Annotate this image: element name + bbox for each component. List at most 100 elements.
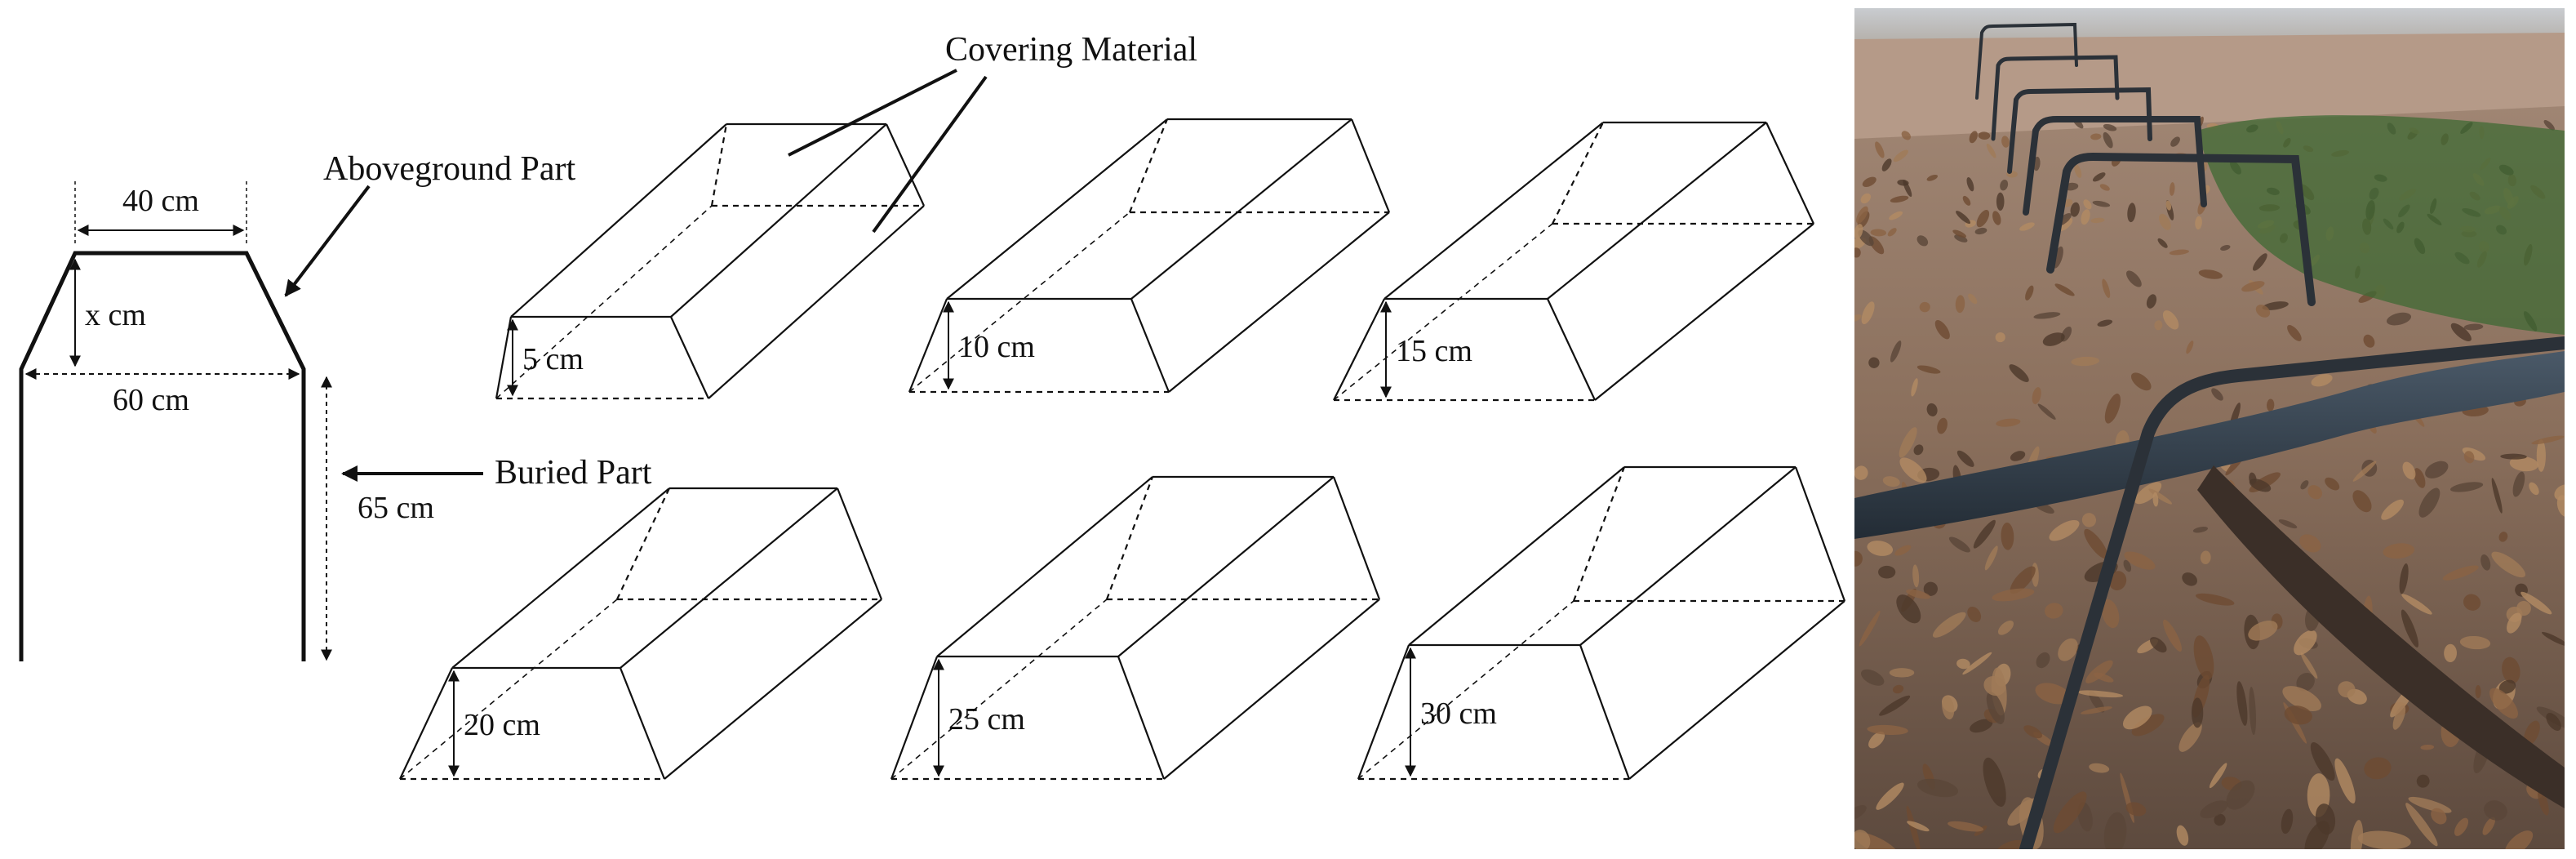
front-right-edge — [1130, 298, 1170, 393]
leaf-litter — [2122, 705, 2152, 730]
leaf-litter — [1955, 295, 1965, 314]
leaf-litter — [2325, 477, 2340, 491]
leaf-litter — [2146, 294, 2157, 309]
leaf-litter — [2001, 522, 2014, 550]
leaf-litter — [2009, 364, 2029, 382]
leaf-litter — [2162, 310, 2179, 330]
leaf-litter — [2284, 705, 2312, 725]
leaf-litter — [1899, 427, 1917, 458]
leaf-litter — [2498, 532, 2508, 542]
leaf-litter — [2307, 485, 2323, 500]
leaf-litter — [1854, 465, 1868, 480]
leaf-litter — [2520, 591, 2552, 615]
front-right-edge — [619, 667, 666, 780]
leaf-litter — [2010, 566, 2036, 594]
leaf-litter — [1962, 195, 1971, 206]
leaf-litter — [2108, 571, 2127, 591]
leaf-litter — [2058, 217, 2073, 231]
front-left-edge — [908, 298, 948, 393]
leaf-litter — [2193, 635, 2214, 680]
leaf-litter — [2035, 683, 2071, 705]
leaf-litter — [2363, 334, 2375, 348]
leaf-litter — [2554, 484, 2565, 501]
top-left-long-edge — [936, 476, 1153, 657]
top-left-long-edge — [510, 123, 727, 318]
leaf-litter — [1962, 652, 1992, 675]
leaf-litter — [2054, 283, 2075, 296]
leaf-litter — [2414, 468, 2426, 488]
box-height-label: 5 cm — [522, 342, 584, 376]
leaf-litter — [2154, 320, 2163, 331]
bottom-right-long-edge — [1163, 599, 1380, 780]
leaf-litter — [1996, 192, 2005, 211]
leaf-litter — [1978, 131, 1991, 140]
leaf-litter — [1856, 206, 1868, 224]
leaf-litter — [1916, 365, 1941, 374]
leaf-litter — [2191, 697, 2204, 728]
leaf-litter — [2420, 744, 2435, 750]
leaf-litter — [1860, 193, 1872, 204]
front-right-edge — [1547, 298, 1596, 401]
leaf-litter — [2176, 825, 2189, 846]
leaf-litter — [2310, 741, 2335, 781]
box-height-label: 10 cm — [958, 330, 1035, 364]
covering-pointer-2 — [872, 75, 988, 234]
front-left-edge — [1333, 298, 1385, 401]
leaf-litter — [2296, 672, 2315, 692]
leaf-litter — [1973, 519, 1996, 549]
leaf-litter — [2431, 808, 2447, 825]
box-height-label: 15 cm — [1396, 334, 1472, 368]
leaf-litter — [1937, 417, 1948, 434]
buried-depth-label: 65 cm — [358, 491, 434, 525]
leaf-litter — [1901, 131, 1911, 140]
back-right-edge — [1350, 118, 1391, 213]
back-right-edge — [1332, 476, 1381, 600]
leaf-litter — [2195, 593, 2235, 606]
front-right-edge — [1579, 644, 1631, 780]
frame-cross-section — [19, 181, 483, 661]
leaf-litter — [2169, 182, 2175, 196]
leaf-litter — [2010, 451, 2026, 461]
leaf-litter — [2019, 222, 2035, 231]
leaf-litter — [2092, 172, 2106, 182]
leaf-litter — [2036, 652, 2050, 669]
leaf-litter — [1878, 565, 1896, 579]
leaf-litter — [2170, 136, 2180, 147]
leaf-litter — [1907, 821, 1930, 832]
leaf-litter — [2507, 612, 2522, 634]
top-left-long-edge — [451, 487, 670, 669]
leaf-litter — [1903, 180, 1912, 198]
back-left-edge — [1128, 118, 1169, 213]
leaf-litter — [2401, 594, 2432, 615]
leaf-litter — [2083, 199, 2092, 210]
steel-frames — [1975, 22, 2565, 849]
leaf-litter — [1970, 719, 1993, 733]
leaf-litter — [1906, 589, 1931, 599]
leaf-litter — [1867, 541, 1894, 556]
leaf-litter — [2450, 323, 2472, 341]
leaf-litter — [1997, 621, 2014, 635]
bottom-right-long-edge — [664, 599, 882, 780]
covering-structure-diagram: 40 cm x cm 60 cm 65 cm Aboveground Part … — [19, 31, 1846, 781]
leaf-litter — [2025, 285, 2034, 300]
frame-6 — [1975, 22, 2078, 100]
leaf-litter — [2512, 471, 2525, 497]
leaf-litter — [2084, 528, 2108, 559]
frame-5 — [1991, 55, 2120, 141]
top-right-long-edge — [1117, 476, 1335, 657]
leaf-litter — [2130, 372, 2152, 391]
leaf-litter — [1986, 692, 2005, 724]
leaf-litter — [2000, 179, 2009, 191]
leaf-litter — [2357, 830, 2411, 849]
leaf-litter — [2491, 551, 2526, 578]
leaf-litter — [2498, 679, 2516, 694]
frame-2 — [2046, 152, 2316, 306]
leaf-litter — [2220, 245, 2231, 251]
leaf-litter — [1890, 195, 1909, 203]
leaf-litter — [2484, 800, 2507, 821]
leaf-litter — [1956, 450, 1974, 467]
leaf-litter — [1919, 301, 1930, 313]
leaf-litter — [2148, 488, 2173, 505]
leaf-litter — [2267, 398, 2275, 412]
bottom-left-long-edge — [399, 599, 618, 780]
